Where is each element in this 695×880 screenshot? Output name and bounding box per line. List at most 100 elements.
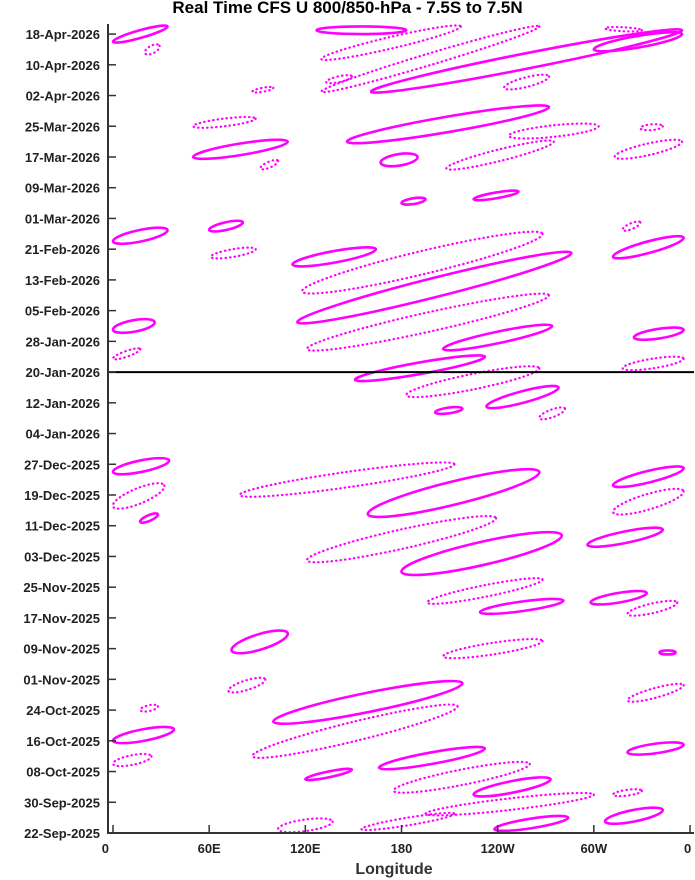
- dotted-contour: [445, 139, 555, 171]
- y-tick-label: 05-Feb-2026: [25, 304, 100, 319]
- solid-contour: [366, 467, 541, 519]
- dotted-contour: [426, 577, 544, 605]
- dotted-contour: [238, 461, 456, 498]
- dotted-contour: [251, 703, 459, 759]
- solid-contour: [207, 219, 245, 233]
- dotted-contour: [626, 599, 679, 617]
- dotted-contour: [111, 752, 153, 768]
- solid-contour: [271, 679, 464, 726]
- dotted-contour: [626, 682, 685, 703]
- y-tick-label: 16-Oct-2025: [26, 734, 100, 749]
- solid-contour: [400, 530, 564, 577]
- y-tick-label: 03-Dec-2025: [24, 549, 100, 564]
- solid-contour: [111, 456, 171, 476]
- solid-contour: [493, 814, 570, 833]
- dotted-contour: [611, 487, 685, 516]
- solid-contour: [230, 629, 290, 655]
- y-tick-label: 10-Apr-2026: [26, 58, 100, 73]
- dotted-contour: [305, 292, 551, 352]
- solid-contour: [441, 323, 554, 352]
- dotted-contour: [192, 115, 257, 129]
- solid-contour: [658, 649, 677, 656]
- x-tick-label: 60W: [580, 841, 607, 856]
- dotted-contour: [502, 73, 551, 91]
- y-tick-label: 08-Oct-2025: [26, 765, 100, 780]
- solid-contour: [632, 326, 685, 342]
- dotted-contour: [392, 760, 531, 794]
- y-tick-label: 09-Mar-2026: [25, 181, 100, 196]
- solid-contour: [111, 725, 176, 745]
- dotted-contour: [613, 138, 684, 160]
- dotted-contour: [360, 811, 456, 832]
- dotted-contour: [305, 514, 498, 564]
- y-tick-label: 02-Apr-2026: [26, 89, 100, 104]
- solid-contour: [592, 30, 684, 53]
- y-tick-label: 27-Dec-2025: [24, 457, 100, 472]
- y-tick-label: 12-Jan-2026: [26, 396, 100, 411]
- dotted-contour: [111, 482, 166, 510]
- solid-contour: [315, 25, 408, 36]
- solid-contour: [345, 104, 551, 145]
- y-tick-label: 21-Feb-2026: [25, 242, 100, 257]
- dotted-contour: [251, 85, 275, 94]
- y-tick-label: 22-Sep-2025: [24, 826, 100, 841]
- dotted-contour: [320, 24, 462, 62]
- dotted-contour: [639, 123, 664, 132]
- solid-contour: [400, 196, 427, 206]
- solid-contour: [304, 767, 354, 782]
- y-tick-label: 28-Jan-2026: [26, 334, 100, 349]
- solid-contour: [611, 465, 685, 489]
- dotted-contour: [209, 246, 257, 260]
- solid-contour: [111, 317, 156, 335]
- solid-contour: [379, 152, 419, 168]
- y-tick-label: 20-Jan-2026: [26, 365, 100, 380]
- dotted-contour: [227, 676, 267, 694]
- dotted-contour: [442, 637, 544, 660]
- solid-contour: [111, 226, 169, 246]
- x-tick-label: 0: [684, 841, 691, 856]
- x-axis-title: Longitude: [355, 861, 432, 878]
- y-tick-label: 18-Apr-2026: [26, 27, 100, 42]
- dotted-contour: [507, 122, 600, 140]
- dotted-contour: [276, 817, 334, 834]
- solid-contour: [589, 589, 649, 606]
- solid-contour: [478, 597, 565, 616]
- dotted-contour: [424, 791, 595, 817]
- chart-title: Real Time CFS U 800/850-hPa - 7.5S to 7.…: [172, 0, 523, 17]
- solid-contour: [472, 189, 520, 202]
- dotted-contour: [325, 74, 353, 85]
- x-tick-label: 120E: [290, 841, 321, 856]
- dotted-contour: [621, 220, 642, 232]
- y-tick-label: 25-Nov-2025: [23, 580, 100, 595]
- x-tick-label: 120W: [481, 841, 516, 856]
- solid-contour: [586, 526, 665, 549]
- y-tick-label: 11-Dec-2025: [25, 519, 100, 534]
- x-tick-label: 180: [391, 841, 413, 856]
- y-tick-label: 19-Dec-2025: [24, 488, 100, 503]
- solid-contour: [353, 354, 487, 383]
- dotted-contour: [611, 788, 644, 798]
- x-tick-label: 60E: [198, 841, 221, 856]
- dotted-contour: [405, 365, 541, 399]
- solid-contour: [111, 24, 169, 44]
- dotted-contour: [139, 703, 159, 713]
- y-tick-label: 13-Feb-2026: [25, 273, 100, 288]
- dotted-contour: [300, 230, 544, 295]
- dotted-contour: [143, 43, 161, 56]
- solid-contour: [191, 138, 290, 161]
- solid-contour: [472, 776, 552, 798]
- solid-contour: [433, 405, 464, 416]
- y-tick-label: 24-Oct-2025: [26, 703, 100, 718]
- solid-contour: [295, 250, 573, 325]
- dotted-contour: [621, 355, 685, 372]
- dotted-contour: [111, 347, 142, 361]
- y-tick-label: 17-Mar-2026: [25, 150, 100, 165]
- solid-contour: [369, 28, 684, 94]
- y-tick-label: 01-Nov-2025: [23, 672, 100, 687]
- x-tick-label: 0: [102, 841, 109, 856]
- dotted-contour: [538, 406, 567, 421]
- dotted-contour: [603, 25, 644, 33]
- solid-contour: [291, 246, 378, 268]
